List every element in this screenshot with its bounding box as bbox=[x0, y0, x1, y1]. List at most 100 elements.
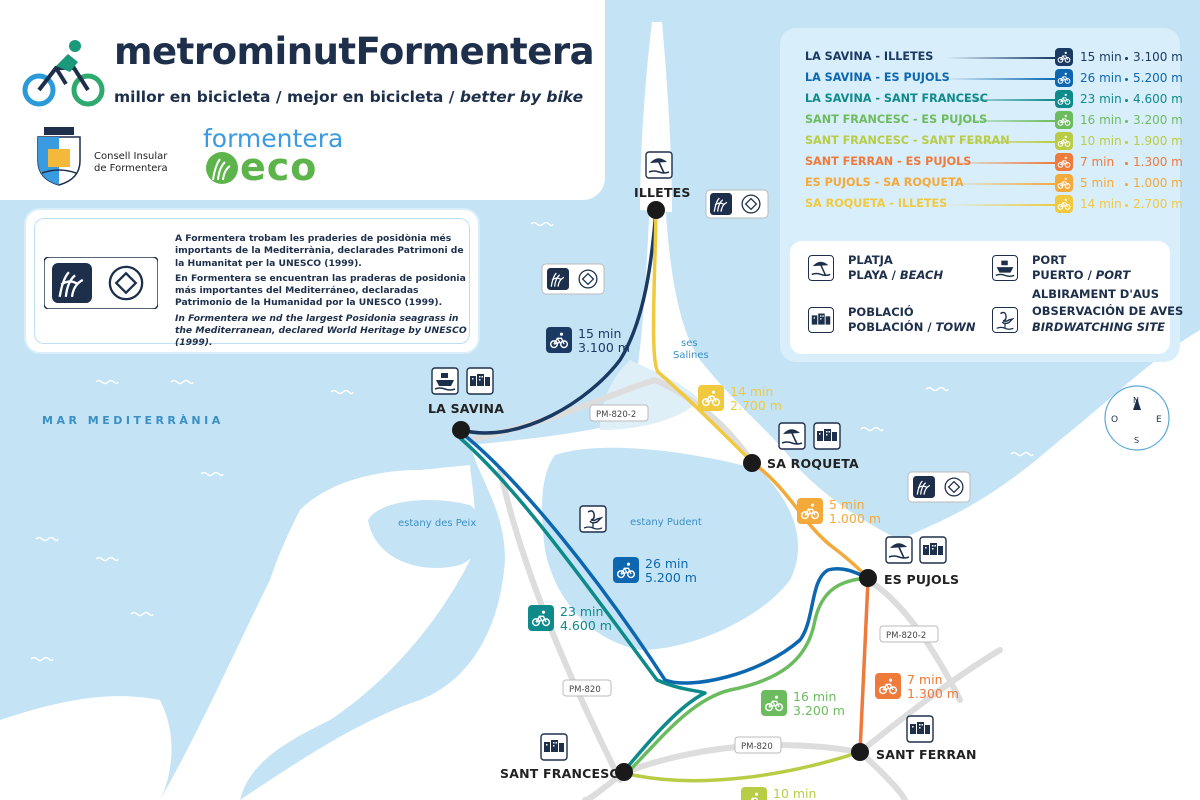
label-estany-pudent: estany Pudent bbox=[630, 517, 702, 528]
bike-icon bbox=[1055, 111, 1073, 129]
route-row[interactable]: SA ROQUETA - ILLETES 14 min 2.700 m bbox=[805, 195, 1183, 215]
route-color-line bbox=[945, 57, 1055, 59]
route-distance: 3.100 m bbox=[1133, 50, 1183, 64]
route-name: LA SAVINA - ES PUJOLS bbox=[805, 71, 950, 84]
bike-icon bbox=[1055, 90, 1073, 108]
map-route-time: 7 min bbox=[907, 672, 943, 687]
route-separator-dot bbox=[1125, 120, 1128, 123]
route-color-line bbox=[945, 99, 1055, 101]
label-illetes: ILLETES bbox=[634, 185, 691, 200]
station-sant-ferran bbox=[851, 743, 869, 761]
route-separator-dot bbox=[1125, 183, 1128, 186]
route-time: 23 min bbox=[1080, 92, 1122, 106]
route-name: SANT FRANCESC - SANT FERRAN bbox=[805, 134, 1010, 147]
route-color-line bbox=[945, 120, 1055, 122]
label-sant-francesc: SANT FRANCESC bbox=[500, 766, 619, 781]
route-distance: 1.000 m bbox=[1133, 176, 1183, 190]
bike-icon bbox=[1055, 69, 1073, 87]
route-distance: 3.200 m bbox=[1133, 113, 1183, 127]
map-route-time: 15 min bbox=[578, 326, 621, 341]
posidonia-info-panel: A Formentera trobam les praderies de pos… bbox=[24, 208, 480, 354]
bike-icon bbox=[1055, 195, 1073, 213]
road-sign-pm820-south: PM-820 bbox=[741, 742, 773, 752]
route-distance: 1.900 m bbox=[1133, 134, 1183, 148]
route-name: SANT FRANCESC - ES PUJOLS bbox=[805, 113, 988, 126]
island-land-north-peninsula bbox=[640, 22, 672, 212]
app-subtitle: millor en bicicleta / mejor en bicicleta… bbox=[114, 88, 584, 106]
route-separator-dot bbox=[1125, 78, 1128, 81]
posidonia-icon bbox=[710, 193, 732, 215]
route-distance: 1.300 m bbox=[1133, 155, 1183, 169]
station-illetes bbox=[647, 201, 665, 219]
route-color-line bbox=[945, 78, 1055, 80]
route-name: ES PUJOLS - SA ROQUETA bbox=[805, 176, 964, 189]
route-time: 10 min bbox=[1080, 134, 1122, 148]
route-separator-dot bbox=[1125, 99, 1128, 102]
route-separator-dot bbox=[1125, 162, 1128, 165]
town-icon bbox=[808, 307, 834, 333]
map-route-distance: 4.600 m bbox=[560, 618, 612, 633]
label-la-savina: LA SAVINA bbox=[428, 401, 504, 416]
route-separator-dot bbox=[1125, 57, 1128, 60]
bike-icon bbox=[1055, 48, 1073, 66]
consell-shield-icon bbox=[37, 127, 81, 186]
label-sant-ferran: SANT FERRAN bbox=[876, 747, 977, 762]
map-route-distance: 5.200 m bbox=[645, 570, 697, 585]
route-la-savina-sant-francesc bbox=[458, 436, 707, 772]
route-distance: 4.600 m bbox=[1133, 92, 1183, 106]
route-sant-francesc-sant-ferran bbox=[626, 750, 862, 783]
route-color-line bbox=[945, 141, 1055, 143]
posidonia-icon bbox=[52, 263, 92, 303]
route-row[interactable]: LA SAVINA - SANT FRANCESC 23 min 4.600 m bbox=[805, 90, 1183, 110]
stations bbox=[452, 201, 877, 781]
map-route-distance: 3.100 m bbox=[578, 340, 630, 355]
road-sign-pm820-2-north: PM-820-2 bbox=[596, 410, 636, 420]
map-route-time: 26 min bbox=[645, 556, 688, 571]
route-name: SA ROQUETA - ILLETES bbox=[805, 197, 948, 210]
map-route-time: 10 min bbox=[773, 786, 816, 800]
map-route-time: 16 min bbox=[793, 689, 836, 704]
route-name: LA SAVINA - ILLETES bbox=[805, 50, 934, 63]
route-time: 7 min bbox=[1080, 155, 1115, 169]
compass-needle-icon bbox=[1133, 398, 1141, 410]
route-es-pujols-sa-roqueta bbox=[750, 460, 870, 580]
station-sa-roqueta bbox=[743, 454, 761, 472]
label-estany-peix: estany des Peix bbox=[398, 518, 476, 529]
route-la-savina-illetes bbox=[459, 208, 658, 435]
bike-badge bbox=[741, 787, 767, 800]
route-distance: 2.700 m bbox=[1133, 197, 1183, 211]
formentera-eco-logo-big: eco bbox=[240, 145, 318, 189]
bike-icon bbox=[1055, 132, 1073, 150]
station-la-savina bbox=[452, 421, 470, 439]
route-name: LA SAVINA - SANT FRANCESC bbox=[805, 92, 988, 105]
route-color-line bbox=[945, 162, 1055, 164]
map-route-label: 10 min bbox=[741, 786, 816, 800]
map-route-distance: 2.700 m bbox=[730, 398, 782, 413]
port-icon bbox=[992, 255, 1018, 281]
route-time: 14 min bbox=[1080, 197, 1122, 211]
map-route-distance: 1.000 m bbox=[829, 511, 881, 526]
route-sa-roqueta-illetes bbox=[651, 208, 754, 464]
route-row[interactable]: SANT FRANCESC - SANT FERRAN 10 min 1.900 m bbox=[805, 132, 1183, 152]
posidonia-description: A Formentera trobam les praderies de pos… bbox=[175, 233, 467, 349]
map-route-time: 23 min bbox=[560, 604, 603, 619]
map-route-time: 5 min bbox=[829, 497, 865, 512]
route-sant-ferran-es-pujols bbox=[858, 578, 870, 754]
bike-icon bbox=[1055, 153, 1073, 171]
lake-estany-pudent bbox=[542, 447, 799, 650]
label-ses-salines-2: Salines bbox=[673, 350, 709, 361]
svg-text:E: E bbox=[1156, 415, 1162, 425]
poi-icons[interactable] bbox=[431, 151, 971, 761]
compass[interactable]: N O E S bbox=[1104, 385, 1170, 451]
